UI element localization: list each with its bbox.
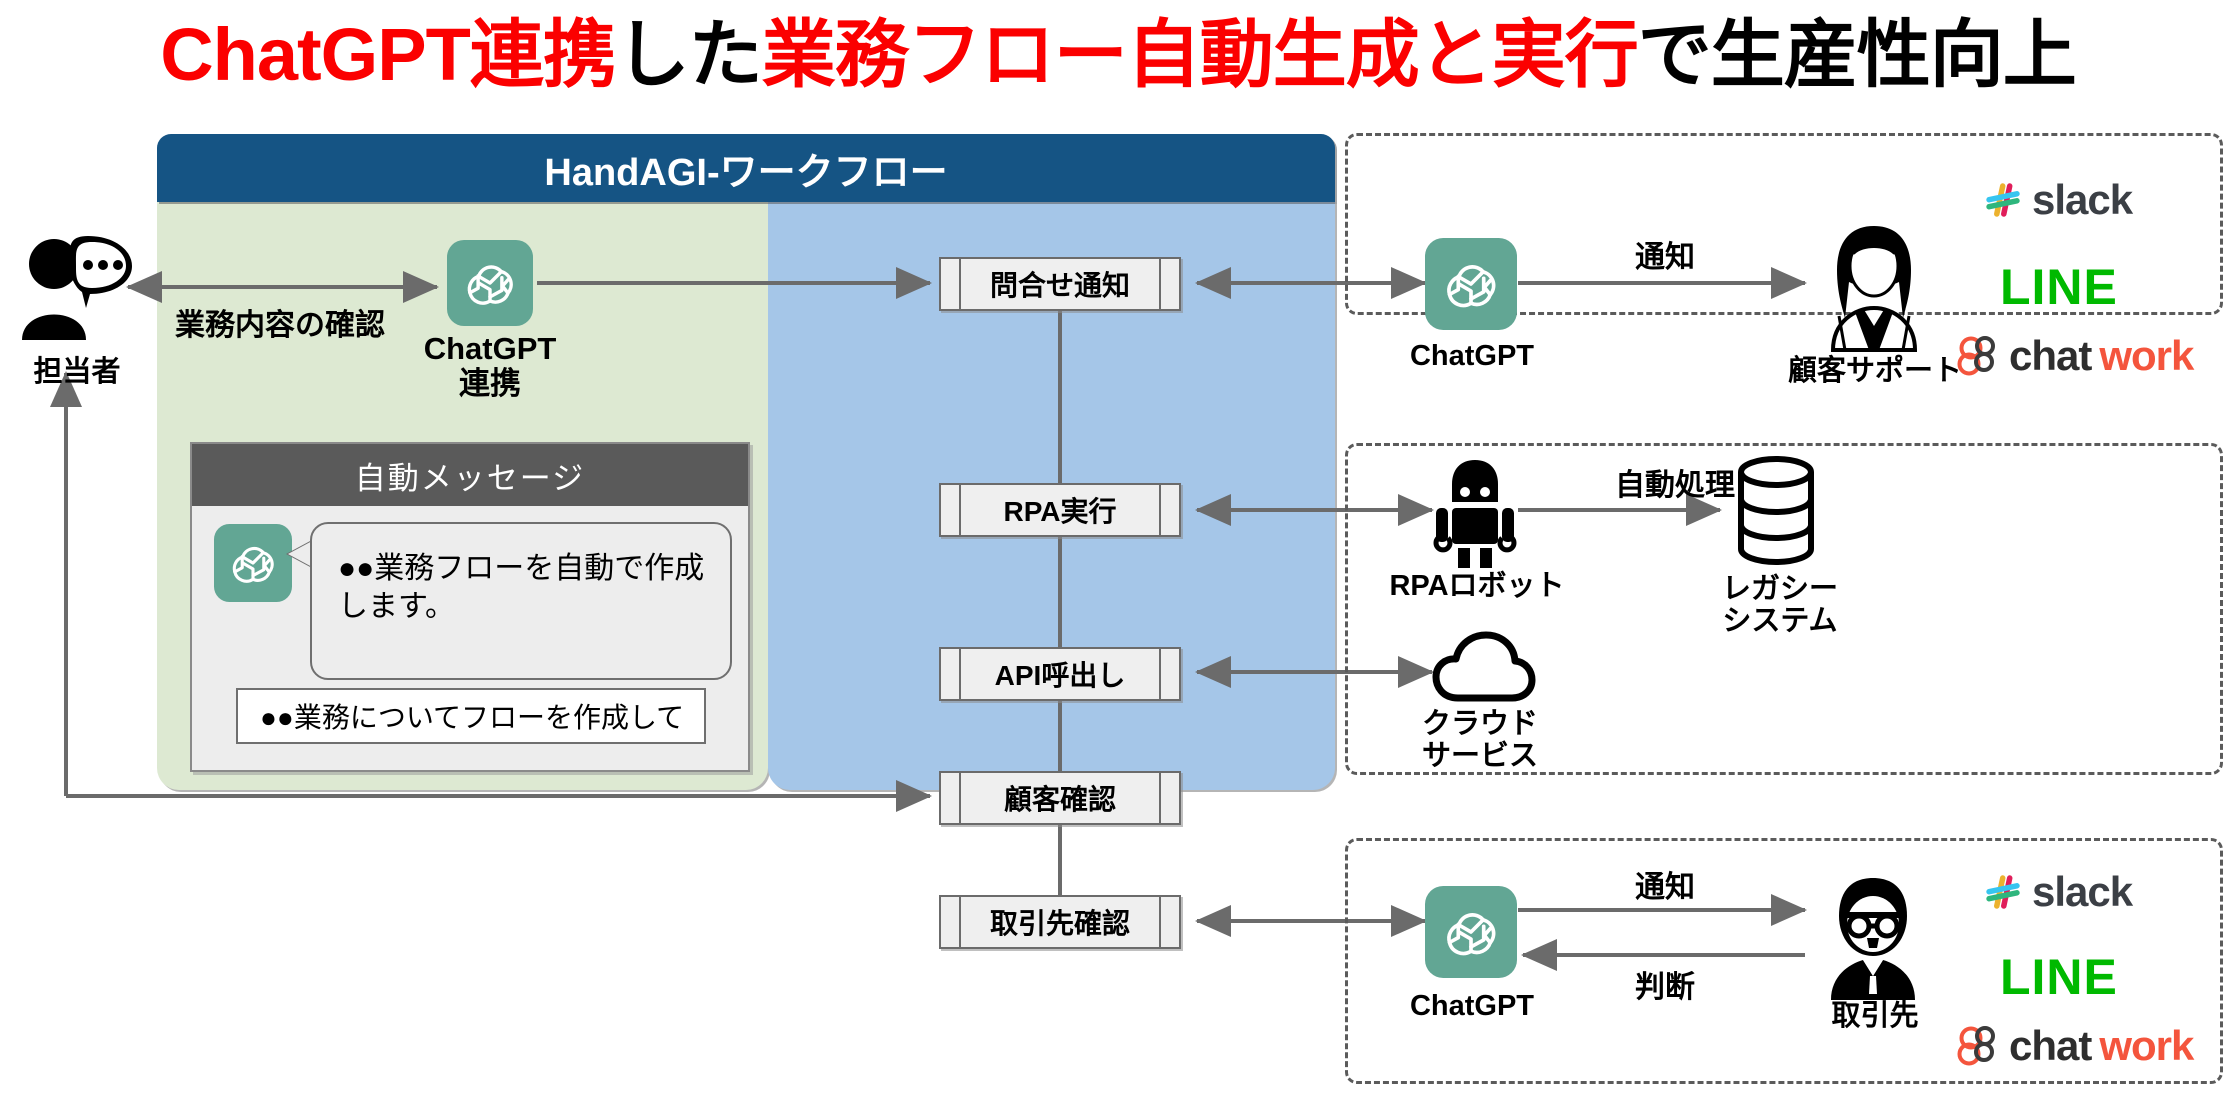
auto-message-header: 自動メッセージ	[192, 444, 748, 506]
line-wordmark: LINE	[2000, 949, 2118, 1005]
step-tab-right	[1159, 649, 1179, 699]
chatwork-wordmark-chat: chat	[2009, 1022, 2092, 1069]
flow-step-label: RPA実行	[1003, 496, 1117, 527]
cloud-service-label-line1: クラウド	[1421, 708, 1538, 740]
flow-step-label: 取引先確認	[989, 908, 1130, 939]
workflow-header-title: HandAGI-ワークフロー	[544, 151, 948, 194]
actor-label: 担当者	[33, 356, 121, 388]
confirm-arrow-label: 業務内容の確認	[175, 309, 385, 342]
title-segment-4: で生産性向上	[1637, 12, 2077, 96]
workflow-header: HandAGI-ワークフロー	[157, 134, 1335, 202]
arrow-label-auto-process: 自動処理	[1615, 469, 1735, 502]
robot-icon	[1432, 458, 1518, 568]
legacy-system-label-line1: レガシー	[1721, 573, 1838, 605]
bubble-tail-icon	[288, 540, 314, 568]
cloud-service-label: クラウド サービス	[1380, 708, 1580, 773]
step-tab-right	[1159, 897, 1179, 947]
auto-message-card: 自動メッセージ ●●業務フローを自動で作成します。 ●●業務についてフローを作成…	[190, 442, 750, 772]
chatwork-wordmark-chat: chat	[2009, 332, 2092, 379]
legacy-system-label: レガシー システム	[1695, 573, 1865, 638]
slack-logo-icon: slack	[1983, 868, 2133, 916]
person-with-speech-bubble-icon	[14, 228, 144, 348]
slack-logo-icon: slack	[1983, 176, 2133, 224]
arrow-label-notify: 通知	[1635, 241, 1695, 274]
auto-message-bubble: ●●業務フローを自動で作成します。	[310, 522, 732, 680]
title-segment-2: した	[615, 12, 763, 96]
step-tab-left	[941, 259, 961, 309]
chatwork-wordmark-work: work	[2099, 332, 2194, 379]
flow-step-box[interactable]: 問合せ通知	[939, 257, 1181, 311]
cloud-icon	[1432, 630, 1536, 702]
flow-step-label: 問合せ通知	[989, 270, 1130, 301]
chatgpt-label: ChatGPT	[1409, 340, 1535, 372]
arrow-label-decision: 判断	[1635, 971, 1695, 1004]
businessman-icon	[1813, 876, 1933, 1002]
slack-wordmark: slack	[2032, 868, 2133, 915]
woman-support-agent-icon	[1815, 222, 1933, 352]
flow-step-label: 顧客確認	[1003, 784, 1116, 815]
arrow-label-notify: 通知	[1635, 871, 1695, 904]
legacy-system-label-line2: システム	[1722, 605, 1838, 638]
prompt-input[interactable]: ●●業務についてフローを作成して	[236, 688, 706, 744]
chatgpt-logo-icon	[214, 524, 292, 602]
flow-step-box[interactable]: API呼出し	[939, 647, 1181, 701]
page-title: ChatGPT連携した業務フロー自動生成と実行で生産性向上	[0, 0, 2236, 96]
group-rpa-legacy	[1345, 443, 2223, 775]
customer-support-label: 顧客サポート	[1787, 355, 1962, 387]
rpa-robot-label: RPAロボット	[1389, 570, 1565, 602]
flow-step-label: API呼出し	[994, 660, 1126, 691]
title-segment-1: ChatGPT連携	[160, 12, 617, 96]
chatgpt-label: ChatGPT	[1409, 990, 1535, 1022]
chatgpt-logo-icon	[1425, 886, 1517, 978]
line-logo-icon: LINE	[2000, 948, 2118, 1006]
group-customer-support	[1345, 133, 2223, 315]
chatgpt-label-line2: 連携	[459, 365, 521, 401]
step-tab-right	[1159, 485, 1179, 535]
step-tab-left	[941, 897, 961, 947]
title-segment-3: 業務フロー自動生成と実行	[761, 12, 1639, 96]
line-wordmark: LINE	[2000, 259, 2118, 315]
step-tab-right	[1159, 773, 1179, 823]
database-icon	[1733, 455, 1819, 567]
flow-step-box[interactable]: 顧客確認	[939, 771, 1181, 825]
step-tab-left	[941, 649, 961, 699]
group-business-partner	[1345, 838, 2223, 1084]
flow-step-box[interactable]: RPA実行	[939, 483, 1181, 537]
flow-step-box[interactable]: 取引先確認	[939, 895, 1181, 949]
chatgpt-renkei-label: ChatGPT 連携	[377, 331, 603, 401]
chatgpt-logo-icon	[447, 240, 533, 326]
step-tab-left	[941, 485, 961, 535]
step-tab-right	[1159, 259, 1179, 309]
partner-label: 取引先	[1831, 1000, 1919, 1032]
cloud-service-label-line2: サービス	[1421, 740, 1538, 773]
chatgpt-logo-icon	[1425, 238, 1517, 330]
chatgpt-label-line1: ChatGPT	[423, 331, 557, 366]
chatwork-wordmark-work: work	[2099, 1022, 2194, 1069]
slack-wordmark: slack	[2032, 176, 2133, 223]
step-tab-left	[941, 773, 961, 823]
line-logo-icon: LINE	[2000, 258, 2118, 316]
